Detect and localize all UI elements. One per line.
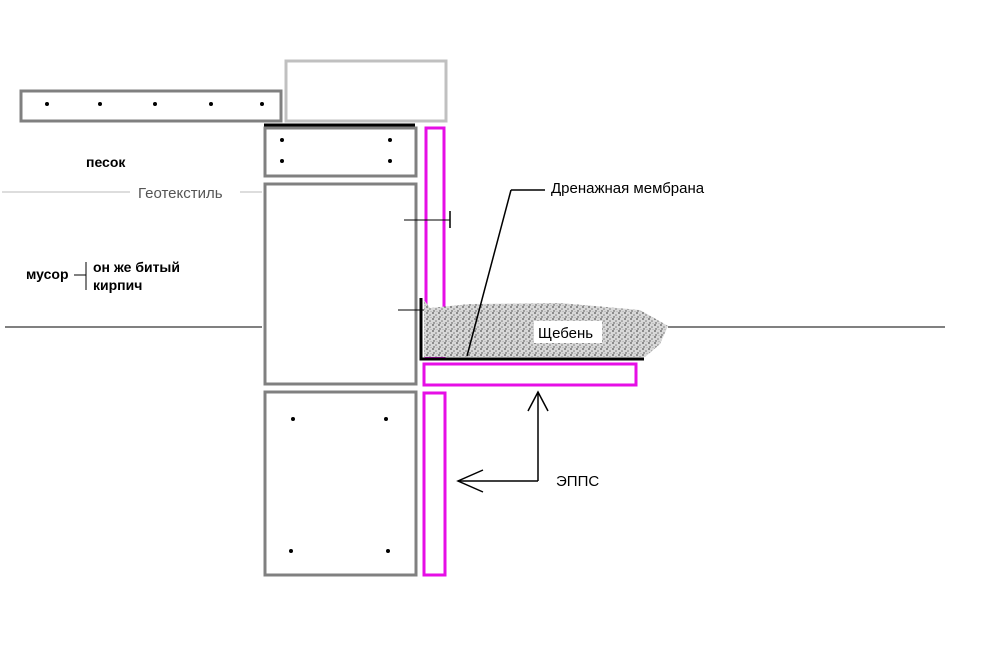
debris-label: мусор <box>26 266 69 282</box>
gravel-label-bg <box>534 321 602 343</box>
xps-arrow-left-head <box>456 469 484 493</box>
block-upper-dots <box>280 138 392 163</box>
block-lower-dots <box>289 417 390 553</box>
geotextile-label: Геотекстиль <box>138 185 223 202</box>
debris-note-line1: он же битый <box>93 259 180 275</box>
gravel-label: Щебень <box>538 325 593 342</box>
debris-note-line2: кирпич <box>93 277 142 293</box>
xps-label: ЭППС <box>556 473 599 490</box>
drain-membrane-line <box>419 298 644 361</box>
drain-membrane-label: Дренажная мембрана <box>551 180 705 197</box>
drain-membrane-leader-diag <box>466 189 512 357</box>
xps-horizontal <box>422 362 638 387</box>
xps-arrow-up-head <box>527 390 549 412</box>
block-upper <box>263 126 418 178</box>
block-middle <box>263 182 418 386</box>
sand-label: песок <box>86 154 126 170</box>
slab-left <box>19 89 283 123</box>
block-lower <box>263 390 418 577</box>
slab-left-dots <box>45 102 264 106</box>
xps-vertical-lower <box>422 391 447 577</box>
light-block-top <box>284 59 448 123</box>
